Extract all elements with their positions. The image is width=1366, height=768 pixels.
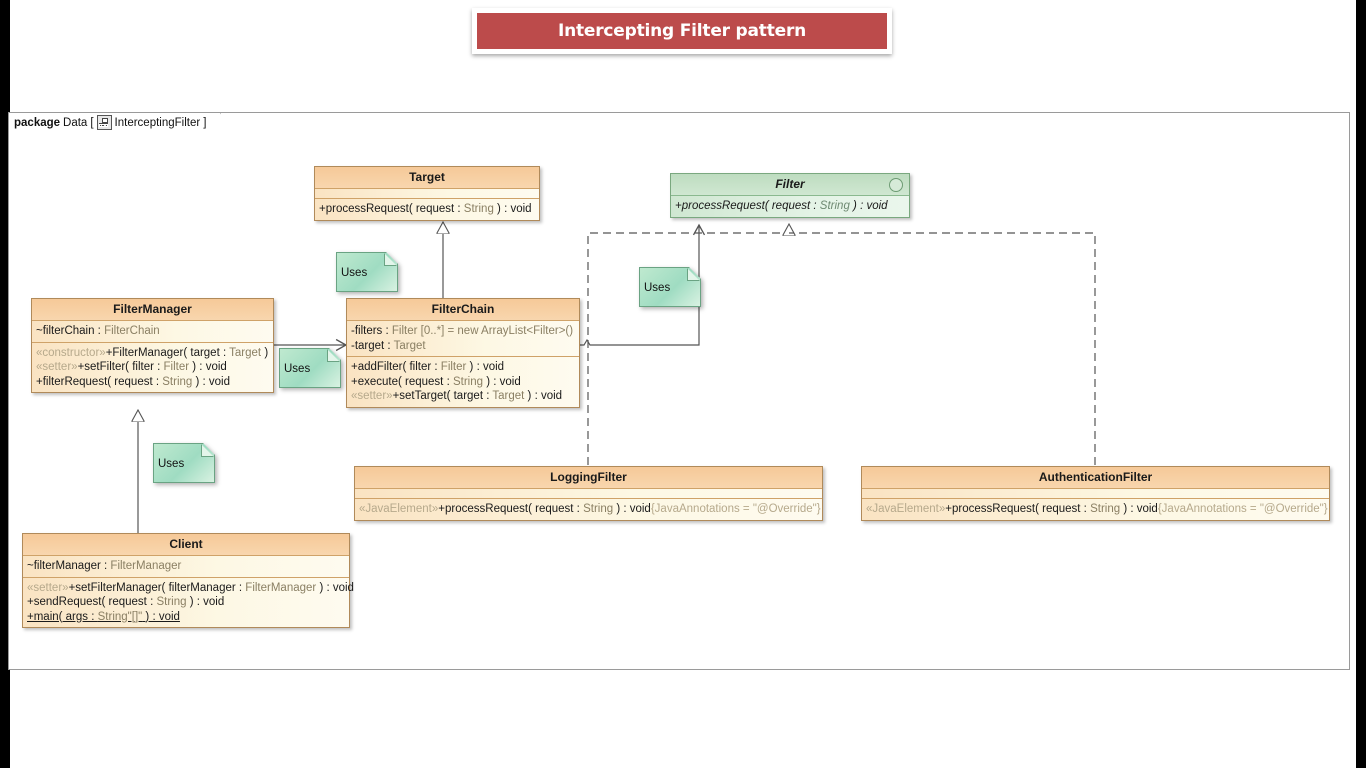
class-filtermanager-name: FilterManager bbox=[32, 299, 273, 321]
operation-row: +processRequest( request : String ) : vo… bbox=[675, 200, 888, 212]
page-title: Intercepting Filter pattern bbox=[557, 21, 807, 41]
note-fold-icon bbox=[201, 444, 214, 457]
operation-row: +execute( request : String ) : void bbox=[351, 375, 521, 388]
class-loggingfilter[interactable]: LoggingFilter «JavaElement»+processReque… bbox=[354, 466, 823, 521]
package-keyword: package bbox=[14, 116, 61, 129]
note-label: Uses bbox=[341, 267, 368, 279]
operation-row: «JavaElement»+processRequest( request : … bbox=[866, 503, 1328, 515]
operation-row: «setter»+setFilter( filter : Filter ) : … bbox=[36, 361, 227, 373]
note-label: Uses bbox=[158, 458, 185, 470]
interface-circle-icon bbox=[889, 178, 903, 192]
left-black-bar bbox=[0, 0, 10, 768]
class-loggingfilter-operations: «JavaElement»+processRequest( request : … bbox=[355, 499, 822, 520]
operation-row: «constructor»+FilterManager( target : Ta… bbox=[36, 346, 269, 359]
interface-filter-operations: +processRequest( request : String ) : vo… bbox=[671, 196, 909, 217]
class-client[interactable]: Client ~filterManager : FilterManager «s… bbox=[22, 533, 354, 628]
class-target-operations: +processRequest( request : String ) : vo… bbox=[315, 199, 539, 220]
note-fold-icon bbox=[384, 253, 397, 266]
class-filtermanager-operations: «constructor»+FilterManager( target : Ta… bbox=[32, 342, 273, 392]
operation-row-static: +main( args : String"[]" ) : void bbox=[27, 610, 180, 623]
package-diagram-name: InterceptingFilter bbox=[114, 116, 201, 129]
operation-row: «JavaElement»+processRequest( request : … bbox=[359, 503, 821, 515]
attribute-row: -filters : Filter [0..*] = new ArrayList… bbox=[351, 325, 574, 337]
class-authenticationfilter-name: AuthenticationFilter bbox=[862, 467, 1329, 489]
operation-row: +processRequest( request : String ) : vo… bbox=[319, 203, 532, 215]
class-authenticationfilter-attributes bbox=[862, 489, 1329, 499]
operation-row: +addFilter( filter : Filter ) : void bbox=[351, 361, 505, 373]
class-target-name: Target bbox=[315, 167, 539, 189]
package-header-tab: package Data [ InterceptingFilter ] bbox=[8, 112, 221, 132]
attribute-row: -target : Target bbox=[351, 339, 426, 352]
note-label: Uses bbox=[644, 282, 671, 294]
right-black-bar bbox=[1356, 0, 1366, 768]
operation-row: +filterRequest( request : String ) : voi… bbox=[36, 375, 231, 388]
operation-row: +sendRequest( request : String ) : void bbox=[27, 596, 225, 608]
class-authenticationfilter[interactable]: AuthenticationFilter «JavaElement»+proce… bbox=[861, 466, 1330, 521]
class-diagram-icon bbox=[97, 115, 112, 130]
note-target-filterchain[interactable]: Uses bbox=[336, 252, 396, 290]
class-client-operations: «setter»+setFilterManager( filterManager… bbox=[23, 577, 354, 627]
class-filtermanager-attributes: ~filterChain : FilterChain bbox=[32, 321, 273, 343]
class-filterchain[interactable]: FilterChain -filters : Filter [0..*] = n… bbox=[346, 298, 580, 408]
package-bracket-close: ] bbox=[203, 116, 207, 129]
note-filtermanager-filterchain[interactable]: Uses bbox=[279, 348, 339, 386]
class-filterchain-name: FilterChain bbox=[347, 299, 579, 321]
attribute-row: ~filterChain : FilterChain bbox=[36, 325, 160, 337]
class-filterchain-attributes: -filters : Filter [0..*] = new ArrayList… bbox=[347, 321, 579, 357]
class-loggingfilter-attributes bbox=[355, 489, 822, 499]
class-loggingfilter-name: LoggingFilter bbox=[355, 467, 822, 489]
operation-row: «setter»+setTarget( target : Target ) : … bbox=[351, 390, 563, 402]
note-filterchain-filter[interactable]: Uses bbox=[639, 267, 699, 305]
class-filtermanager[interactable]: FilterManager ~filterChain : FilterChain… bbox=[31, 298, 274, 393]
note-label: Uses bbox=[284, 363, 311, 375]
note-client-filtermanager[interactable]: Uses bbox=[153, 443, 213, 481]
class-target[interactable]: Target +processRequest( request : String… bbox=[314, 166, 540, 221]
title-banner: Intercepting Filter pattern bbox=[472, 8, 892, 54]
note-fold-icon bbox=[687, 268, 700, 281]
class-filterchain-operations: +addFilter( filter : Filter ) : void +ex… bbox=[347, 357, 579, 407]
class-client-attributes: ~filterManager : FilterManager bbox=[23, 556, 349, 578]
class-client-name: Client bbox=[23, 534, 349, 556]
class-target-attributes bbox=[315, 189, 539, 199]
interface-filter[interactable]: Filter +processRequest( request : String… bbox=[670, 173, 910, 218]
package-name: Data bbox=[63, 116, 88, 129]
note-fold-icon bbox=[327, 349, 340, 362]
class-authenticationfilter-operations: «JavaElement»+processRequest( request : … bbox=[862, 499, 1329, 520]
interface-filter-name: Filter bbox=[671, 174, 909, 196]
attribute-row: ~filterManager : FilterManager bbox=[27, 560, 182, 572]
package-bracket-open: [ bbox=[90, 116, 94, 129]
operation-row: «setter»+setFilterManager( filterManager… bbox=[27, 581, 354, 594]
